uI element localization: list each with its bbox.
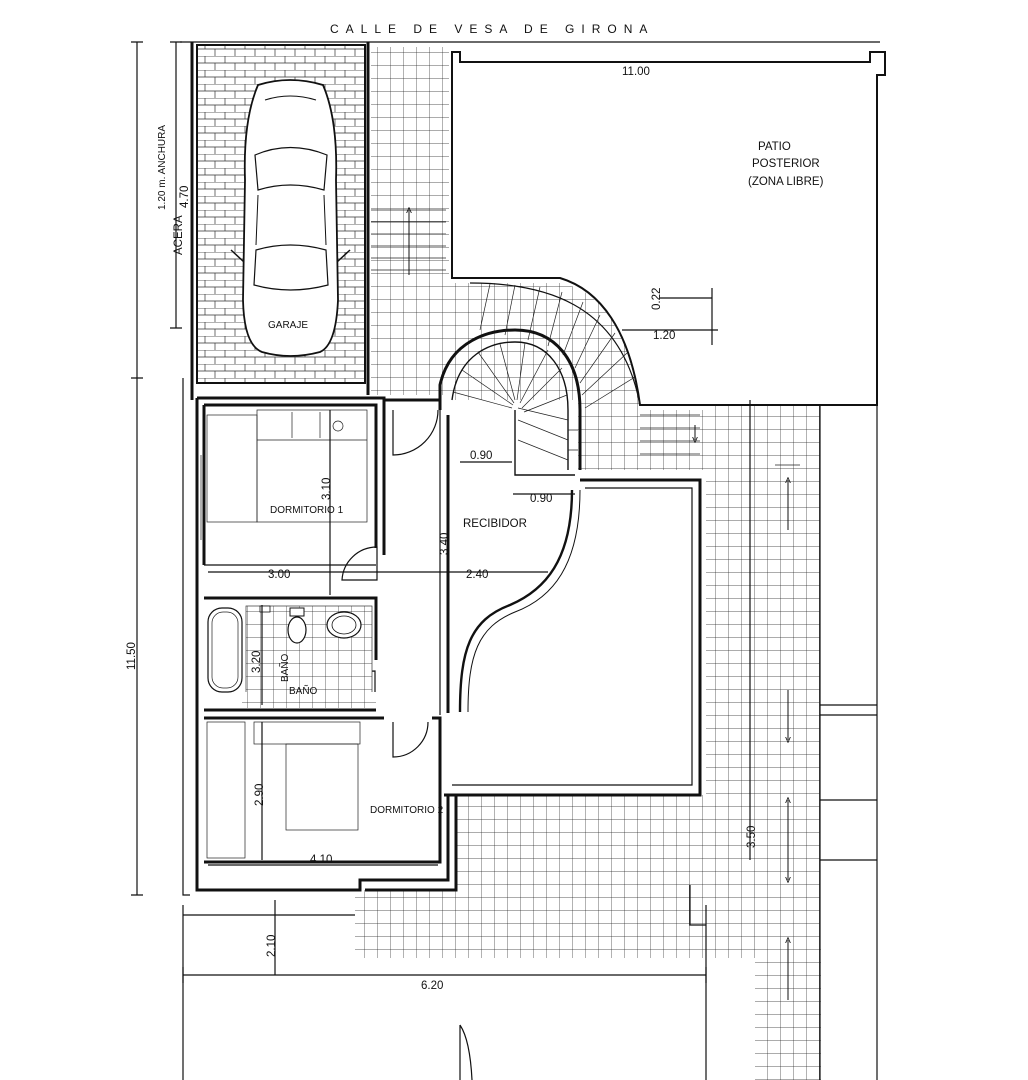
stair-dim-120: 1.20: [653, 330, 675, 342]
bathroom-label-vertical: BAÑO: [278, 653, 291, 682]
stair-dim-090a: 0.90: [470, 450, 492, 462]
bedroom1-label: DORMITORIO 1: [270, 505, 344, 516]
bed2-height-dim: 2.90: [254, 784, 266, 806]
ramp-arrows: [689, 464, 800, 1000]
sidewalk-label: ACERA: [173, 215, 185, 255]
car-icon: [230, 79, 351, 357]
patio-outline: [451, 51, 886, 406]
bed1-width-dim: 3.00: [268, 569, 290, 581]
exterior-dim-lines: [131, 41, 751, 1080]
front-offset-dim: 2.10: [266, 935, 278, 957]
bathroom-fixtures: [207, 605, 376, 708]
hall-height-dim: 3.40: [439, 533, 451, 555]
bed2-furniture: [206, 721, 361, 859]
garage-label: GARAJE: [268, 320, 308, 331]
spiral-stair: [371, 210, 700, 476]
hall-curved-wall: [458, 489, 574, 713]
patio-label-2: POSTERIOR: [752, 158, 820, 170]
stair-dim-022: 0.22: [651, 288, 663, 310]
bath-height-dim: 3.20: [251, 651, 263, 673]
interior-dim-lines: [208, 410, 548, 866]
total-depth-dim: 11.50: [126, 642, 138, 670]
hall-label: RECIBIDOR: [463, 518, 527, 530]
patio-width-dim: 11.00: [622, 66, 650, 78]
house-walls: [195, 396, 702, 892]
stair-dim-lines: [460, 288, 718, 495]
bed2-width-dim: 4.10: [310, 854, 332, 866]
patio-label-1: PATIO: [758, 141, 791, 153]
boundary-lines: [180, 41, 880, 1080]
entry-fragment: [459, 985, 707, 1080]
hall-width-dim: 2.40: [466, 569, 488, 581]
garage-length-dim: 4.70: [179, 186, 191, 208]
sidewalk-width-note: 1.20 m. ANCHURA: [157, 125, 168, 210]
patio-label-3: (ZONA LIBRE): [748, 176, 824, 188]
right-dim: 3.50: [746, 826, 758, 848]
street-name: CALLE DE VESA DE GIRONA: [330, 22, 654, 36]
bathroom-label: BAÑO: [289, 684, 318, 697]
stair-dim-090b: 0.90: [530, 493, 552, 505]
front-width-dim: 6.20: [421, 980, 443, 992]
bed1-furniture: [200, 409, 368, 540]
bed1-height-dim: 3.10: [321, 478, 333, 500]
bedroom2-label: DORMITORIO 2: [370, 805, 444, 816]
